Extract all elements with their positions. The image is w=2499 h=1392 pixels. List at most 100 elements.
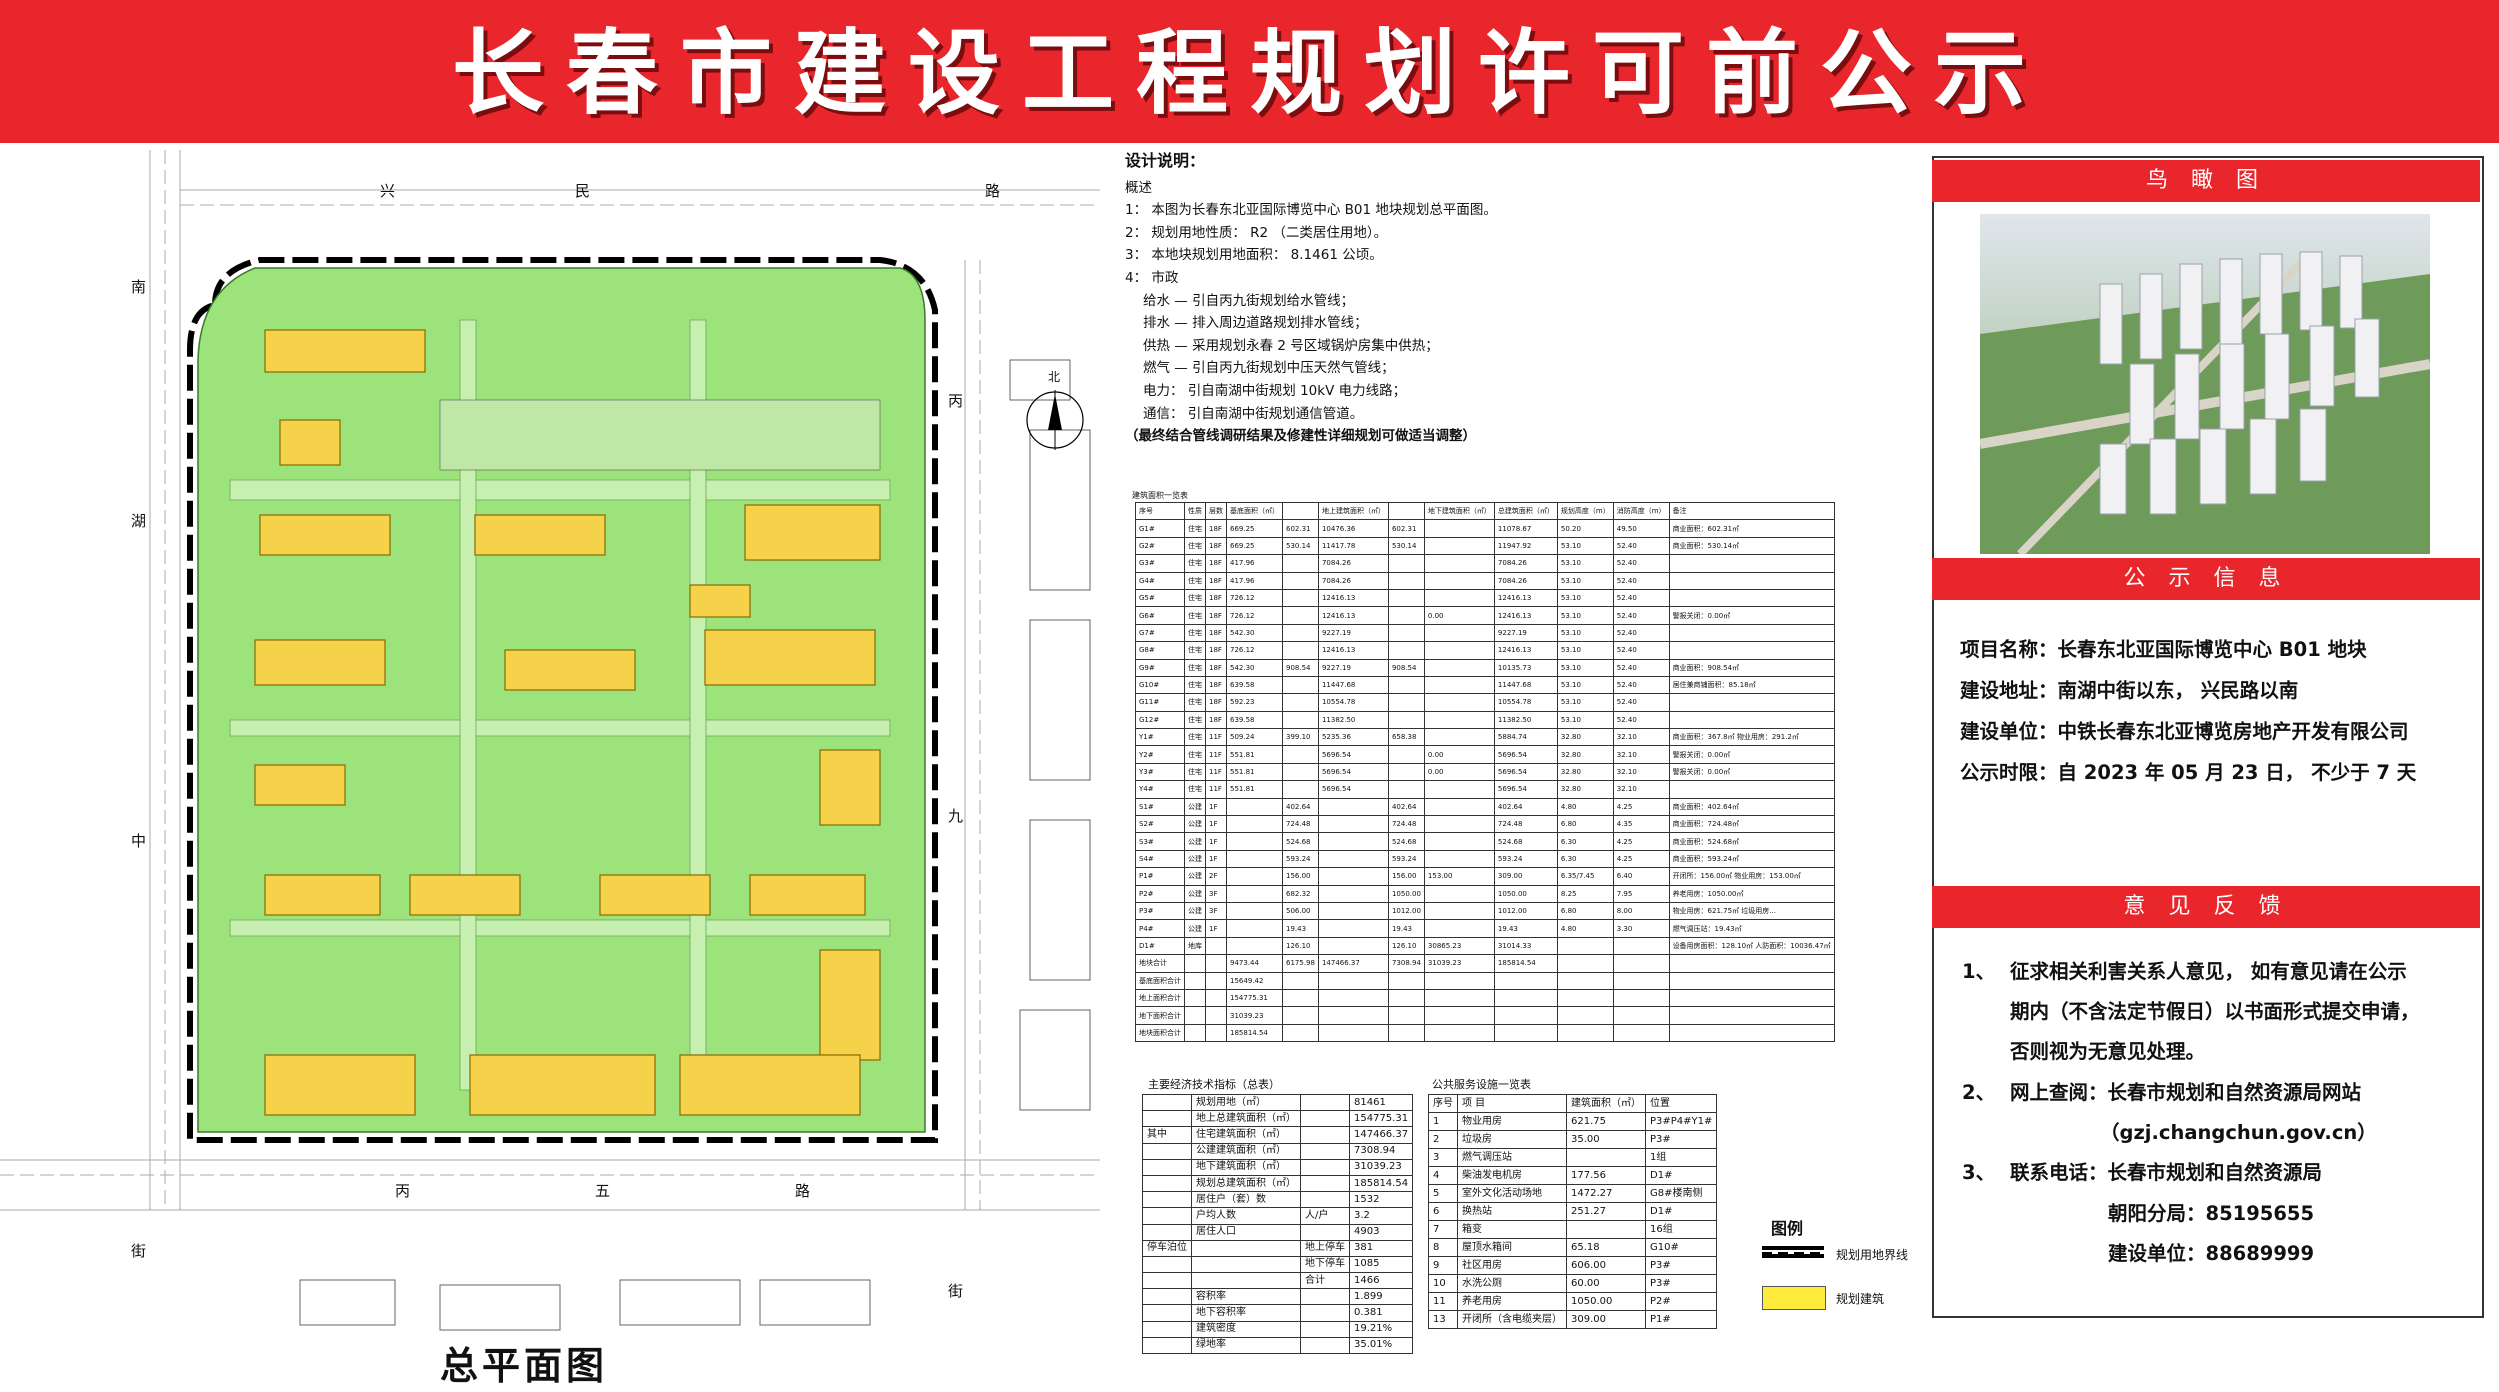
indicator-table-cell: 381 — [1348, 1239, 1414, 1257]
building-table-cell — [1387, 623, 1425, 643]
building-table-cell: 11382.50 — [1317, 710, 1389, 730]
street-label-left-4: 街 — [131, 1242, 147, 1260]
building-table-cell — [1493, 971, 1558, 990]
building-table-cell: 724.48 — [1387, 815, 1425, 834]
building-table-header-cell — [1282, 501, 1319, 521]
building-table-header-cell — [1387, 501, 1425, 521]
building-table-cell: 6.30 — [1556, 849, 1614, 869]
building-table-cell — [1184, 1006, 1206, 1025]
building-table-cell: G3# — [1135, 554, 1185, 573]
design-note-line: 3： 本地块规划用地面积： 8.1461 公顷。 — [1125, 247, 1383, 264]
design-note-line: 供热 — 采用规划永春 2 号区域锅炉房集中供热； — [1143, 337, 1439, 354]
building-table-cell: 基底面积合计 — [1135, 971, 1185, 990]
info-label: 公示时限： — [1960, 761, 2058, 784]
building-table-cell: 726.12 — [1226, 606, 1283, 625]
indicator-table-row: 地下建筑面积（㎡）31039.23 — [1142, 1158, 1414, 1176]
building-table-cell: 居住兼商铺面积：85.18㎡ — [1668, 675, 1835, 695]
building-table-cell — [1387, 1023, 1425, 1043]
building-table-cell — [1423, 884, 1495, 903]
design-note-line: （最终结合管线调研结果及修建性详细规划可做适当调整） — [1125, 428, 1476, 445]
building-table-cell — [1423, 988, 1495, 1008]
building-table-cell — [1423, 797, 1495, 817]
building-table-cell: 52.40 — [1612, 693, 1670, 712]
building-table-cell: 公建 — [1184, 797, 1206, 817]
facility-table-cell: 3 — [1428, 1148, 1458, 1167]
info-label: 项目名称： — [1960, 638, 2058, 661]
building-table-cell — [1317, 988, 1389, 1008]
indicator-table-cell: 147466.37 — [1348, 1126, 1414, 1144]
building-table-cell: 18F — [1205, 623, 1227, 643]
indicator-table-cell: 31039.23 — [1348, 1158, 1414, 1176]
indicator-table-cell: 地下停车 — [1300, 1255, 1350, 1274]
street-label-left-1: 南 — [131, 278, 147, 296]
design-note-line: 电力： 引自南湖中街规划 10kV 电力线路； — [1143, 382, 1407, 399]
building-table-cell: 52.40 — [1612, 658, 1670, 677]
phone-branch-row: 朝阳分局：85195655 — [2108, 1197, 2314, 1226]
building-table-cell: 52.40 — [1612, 641, 1670, 660]
building-table-cell — [1423, 536, 1495, 556]
indicator-table-cell: 其中 — [1142, 1126, 1192, 1144]
building-table-cell: 639.58 — [1226, 675, 1283, 695]
phone-branch-label: 朝阳分局： — [2108, 1202, 2206, 1225]
building-table-cell: 18F — [1205, 536, 1227, 556]
building-table-cell — [1423, 815, 1495, 834]
building-table-cell: 商业面积：530.14㎡ — [1668, 536, 1835, 556]
building-table-cell: 商业面积：402.64㎡ — [1668, 797, 1835, 817]
building-table-cell: 6.40 — [1612, 867, 1670, 886]
building-table-cell: 9227.19 — [1317, 623, 1389, 643]
building-table-cell — [1282, 780, 1319, 799]
building-table-cell: 住宅 — [1184, 693, 1206, 712]
indicator-table-cell — [1300, 1191, 1350, 1209]
building-table-cell — [1493, 1006, 1558, 1025]
building-table-cell: G7# — [1135, 623, 1185, 643]
building-table-cell: 住宅 — [1184, 588, 1206, 608]
building-table-cell: 53.10 — [1556, 641, 1614, 660]
building-table-cell: 639.58 — [1226, 710, 1283, 730]
building-table-cell — [1387, 988, 1425, 1008]
building-table-cell: 19.43 — [1387, 919, 1425, 938]
facility-table-cell: P1# — [1644, 1310, 1718, 1329]
indicator-table-cell: 规划用地（㎡） — [1191, 1093, 1301, 1112]
building-table-cell — [1423, 919, 1495, 938]
facility-table-cell: 4 — [1428, 1166, 1458, 1185]
building-table-cell: 11F — [1205, 780, 1227, 799]
boundary-legend-swatch — [1762, 1246, 1824, 1258]
building-table-cell — [1282, 693, 1319, 712]
indicator-table-cell — [1142, 1336, 1192, 1355]
building-table-cell: 53.10 — [1556, 536, 1614, 556]
building-table-cell: 12416.13 — [1317, 606, 1389, 625]
building-table-cell — [1317, 1006, 1389, 1025]
facility-table-cell: 13 — [1428, 1310, 1458, 1329]
building-table-cell: 551.81 — [1226, 780, 1283, 799]
facility-table-cell: 水洗公厕 — [1457, 1274, 1567, 1293]
building-table-cell: 417.96 — [1226, 571, 1283, 590]
building-table-cell: 公建 — [1184, 901, 1206, 921]
website-link[interactable]: （gzj.changchun.gov.cn） — [2100, 1121, 2377, 1144]
facility-table-cell: 箱变 — [1457, 1220, 1567, 1239]
building-table-cell — [1493, 988, 1558, 1008]
building-table-cell: 燃气调压站：19.43㎡ — [1668, 919, 1835, 938]
building-table-cell: 7084.26 — [1493, 571, 1558, 590]
building-table-cell: 公建 — [1184, 849, 1206, 869]
building-table-cell — [1205, 1023, 1227, 1043]
building-table-cell: 公建 — [1184, 919, 1206, 938]
building-table-cell — [1387, 675, 1425, 695]
facility-table-cell: 1472.27 — [1566, 1184, 1646, 1203]
design-note-line: 给水 — 引自丙九街规划给水管线； — [1143, 292, 1355, 309]
building-table-cell: 530.14 — [1387, 536, 1425, 556]
building-table-cell: 6175.98 — [1282, 954, 1319, 973]
building-table-cell — [1282, 623, 1319, 643]
building-table-cell: 32.10 — [1612, 728, 1670, 747]
building-table-cell: 11447.68 — [1317, 675, 1389, 695]
building-table-cell: 52.40 — [1612, 606, 1670, 625]
building-table-cell — [1282, 1023, 1319, 1043]
